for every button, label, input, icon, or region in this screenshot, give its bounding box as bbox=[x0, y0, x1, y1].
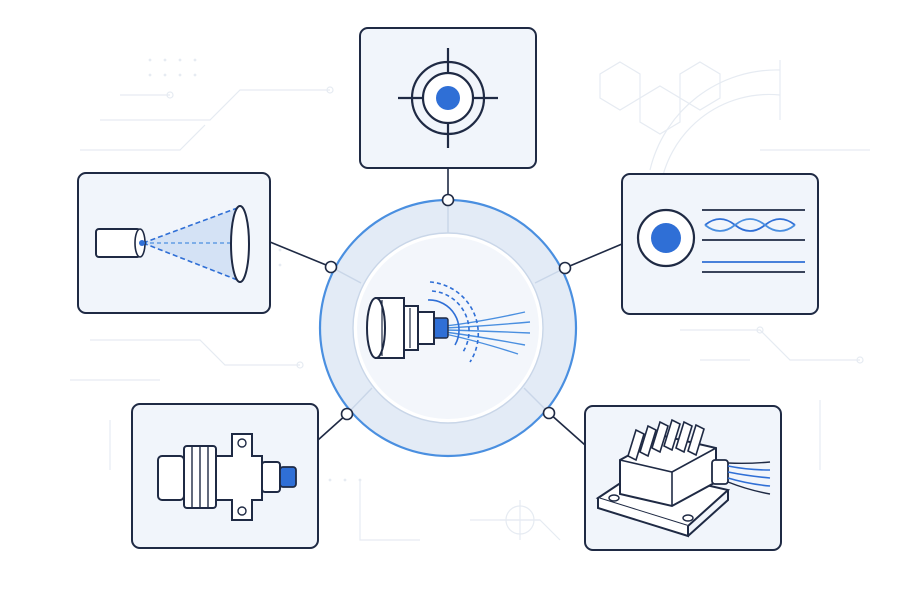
node-beam-projection bbox=[77, 172, 271, 314]
circuit-traces-left bbox=[70, 86, 334, 470]
circuit-traces-right bbox=[680, 326, 864, 470]
node-panels bbox=[77, 27, 819, 551]
junction-dot-upper-right bbox=[558, 261, 572, 275]
node-signal-waveform bbox=[621, 173, 819, 315]
fiber-optic-connector-icon bbox=[366, 281, 531, 363]
junction-dot-top bbox=[441, 193, 455, 207]
connector-upper-left bbox=[269, 241, 332, 268]
connector-upper-right bbox=[564, 243, 623, 269]
junction-dot-lower-right bbox=[542, 406, 556, 420]
circuit-traces-bottom bbox=[359, 480, 561, 541]
laser-beam-cone-icon bbox=[95, 205, 250, 283]
central-hub bbox=[318, 193, 578, 458]
heatsink-laser-module-icon bbox=[595, 418, 771, 538]
crosshair-target-icon bbox=[398, 48, 498, 148]
radial-arcs bbox=[649, 60, 870, 191]
node-laser-module bbox=[584, 405, 782, 551]
fiber-cross-section-waveform-icon bbox=[636, 208, 805, 273]
junction-dots bbox=[324, 193, 572, 421]
connector-lower-left bbox=[317, 413, 348, 441]
connector-lower-right bbox=[548, 412, 586, 446]
node-targeting bbox=[359, 27, 537, 169]
background-pattern bbox=[70, 58, 870, 541]
connector-lines bbox=[269, 168, 623, 446]
fiber-connector-adapter-icon bbox=[157, 433, 297, 521]
hexagon-pattern bbox=[599, 61, 721, 135]
node-coaxial-connector bbox=[131, 403, 319, 549]
junction-dot-upper-left bbox=[324, 260, 338, 274]
junction-dot-lower-left bbox=[340, 407, 354, 421]
